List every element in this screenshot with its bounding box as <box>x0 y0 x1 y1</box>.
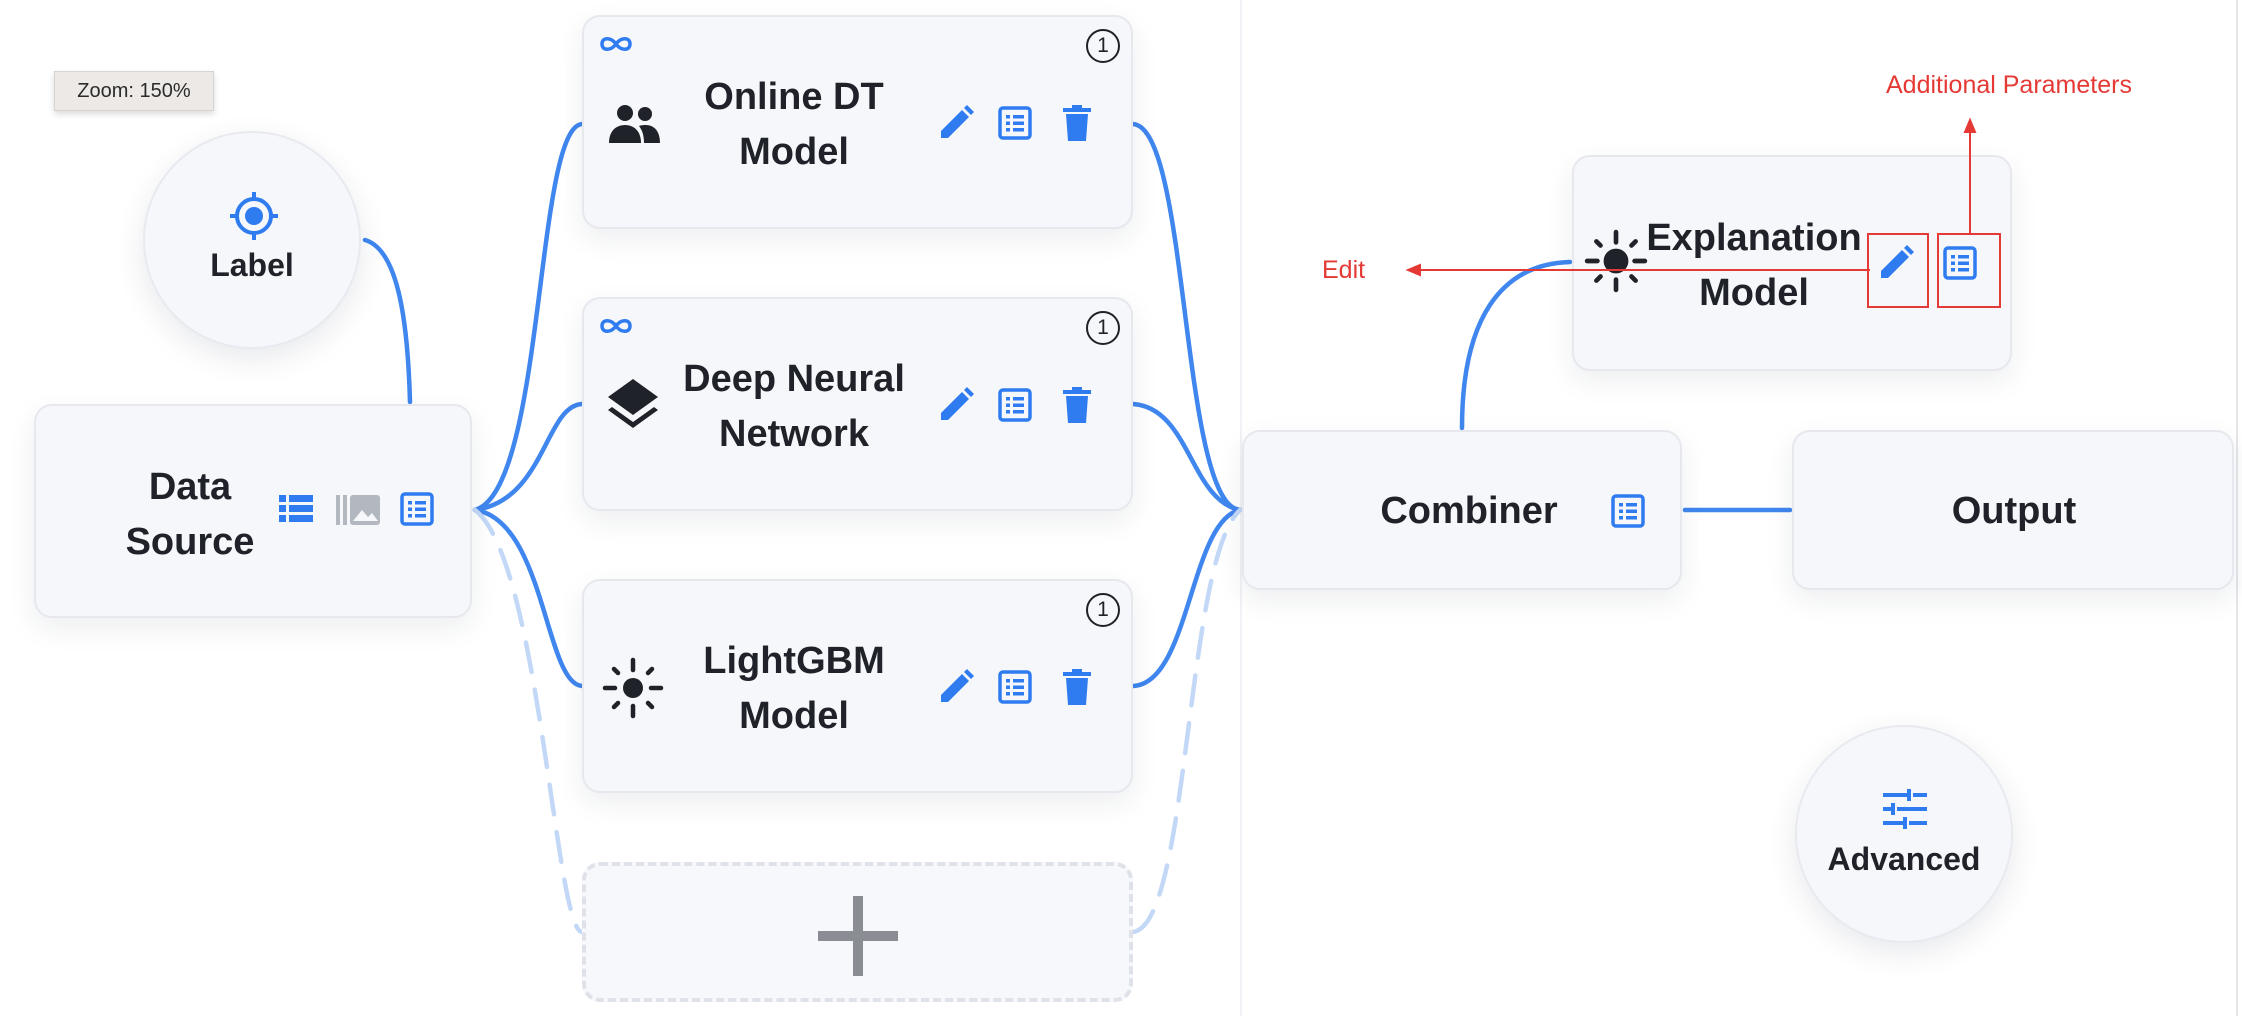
parameters-icon[interactable] <box>998 670 1032 704</box>
edit-annotation: Edit <box>1322 256 1366 284</box>
explanation-title: Explanation Model <box>1634 211 1874 321</box>
delete-trash-icon[interactable] <box>1063 387 1091 423</box>
edit-pencil-icon[interactable] <box>1878 245 1914 281</box>
edit-pencil-icon[interactable] <box>938 105 974 141</box>
light-burst-icon <box>602 657 664 719</box>
output-title: Output <box>1951 490 2077 532</box>
edit-highlight-box <box>1867 233 1929 308</box>
deep-nn-title-line1: Deep Neural <box>683 358 905 400</box>
edge-datasource-placeholder <box>472 507 585 935</box>
edge-datasource-dnn <box>472 401 585 513</box>
image-data-icon[interactable] <box>336 495 380 525</box>
parameters-icon[interactable] <box>998 106 1032 140</box>
lightgbm-title: LightGBM Model <box>674 634 914 744</box>
deep-nn-title: Deep Neural Network <box>674 352 914 462</box>
table-data-icon[interactable] <box>279 495 313 523</box>
additional-parameters-annotation: Additional Parameters <box>1886 71 2132 99</box>
parameters-highlight-box <box>1937 233 2001 308</box>
data-source-title-line1: Data <box>148 466 232 508</box>
parameters-icon[interactable] <box>400 492 434 526</box>
explanation-title-line1: Explanation <box>1646 217 1862 259</box>
edit-pencil-icon[interactable] <box>938 669 974 705</box>
zoom-indicator: Zoom: 150% <box>54 71 214 111</box>
edge-placeholder-combiner <box>1130 507 1243 935</box>
output-node[interactable]: Output <box>1792 430 2234 590</box>
online-dt-model-node[interactable]: 1 Online DT Model <box>582 15 1133 229</box>
online-dt-title-line1: Online DT <box>704 76 884 118</box>
edit-pencil-icon[interactable] <box>938 387 974 423</box>
label-node-title: Label <box>210 247 294 283</box>
tune-sliders-icon <box>1883 789 1927 829</box>
parameters-icon[interactable] <box>998 388 1032 422</box>
data-source-title: Data Source <box>90 460 290 570</box>
combiner-title: Combiner <box>1380 490 1558 532</box>
label-node[interactable]: Label <box>143 131 361 349</box>
people-icon <box>609 105 660 143</box>
instance-count-badge: 1 <box>1086 29 1120 63</box>
advanced-settings-node[interactable]: Advanced <box>1795 725 2013 943</box>
delete-trash-icon[interactable] <box>1063 105 1091 141</box>
explanation-title-line2: Model <box>1699 272 1809 314</box>
edge-lightgbm-combiner <box>1130 507 1243 689</box>
deep-nn-title-line2: Network <box>719 413 869 455</box>
infinity-icon <box>600 37 632 51</box>
deep-neural-network-node[interactable]: 1 Deep Neural Network <box>582 297 1133 511</box>
edge-datasource-lightgbm <box>472 507 585 689</box>
combiner-node[interactable]: Combiner <box>1242 430 1682 590</box>
edge-datasource-onlinedt <box>472 121 585 513</box>
lightgbm-model-node[interactable]: 1 LightGBM Model <box>582 579 1133 793</box>
online-dt-title: Online DT Model <box>674 70 914 180</box>
parameters-icon[interactable] <box>1943 246 1977 280</box>
lightgbm-title-line1: LightGBM <box>703 640 885 682</box>
delete-trash-icon[interactable] <box>1063 669 1091 705</box>
instance-count-badge: 1 <box>1086 311 1120 345</box>
target-icon <box>230 192 278 240</box>
canvas-edge <box>2236 0 2238 1016</box>
layers-icon <box>608 379 658 428</box>
advanced-title: Advanced <box>1827 841 1981 877</box>
data-source-node[interactable]: Data Source <box>34 404 472 618</box>
data-source-title-line2: Source <box>125 521 255 563</box>
edge-combiner-explanation <box>1459 259 1573 431</box>
light-burst-icon <box>1584 229 1648 293</box>
edge-onlinedt-combiner <box>1130 121 1243 513</box>
online-dt-title-line2: Model <box>739 131 849 173</box>
edge-dnn-combiner <box>1130 401 1243 513</box>
instance-count-badge: 1 <box>1086 593 1120 627</box>
lightgbm-title-line2: Model <box>739 695 849 737</box>
infinity-icon <box>600 319 632 333</box>
edge-label-datasource <box>362 237 413 405</box>
add-model-placeholder[interactable] <box>582 862 1133 1002</box>
plus-icon <box>818 896 898 976</box>
parameters-icon[interactable] <box>1611 494 1645 528</box>
